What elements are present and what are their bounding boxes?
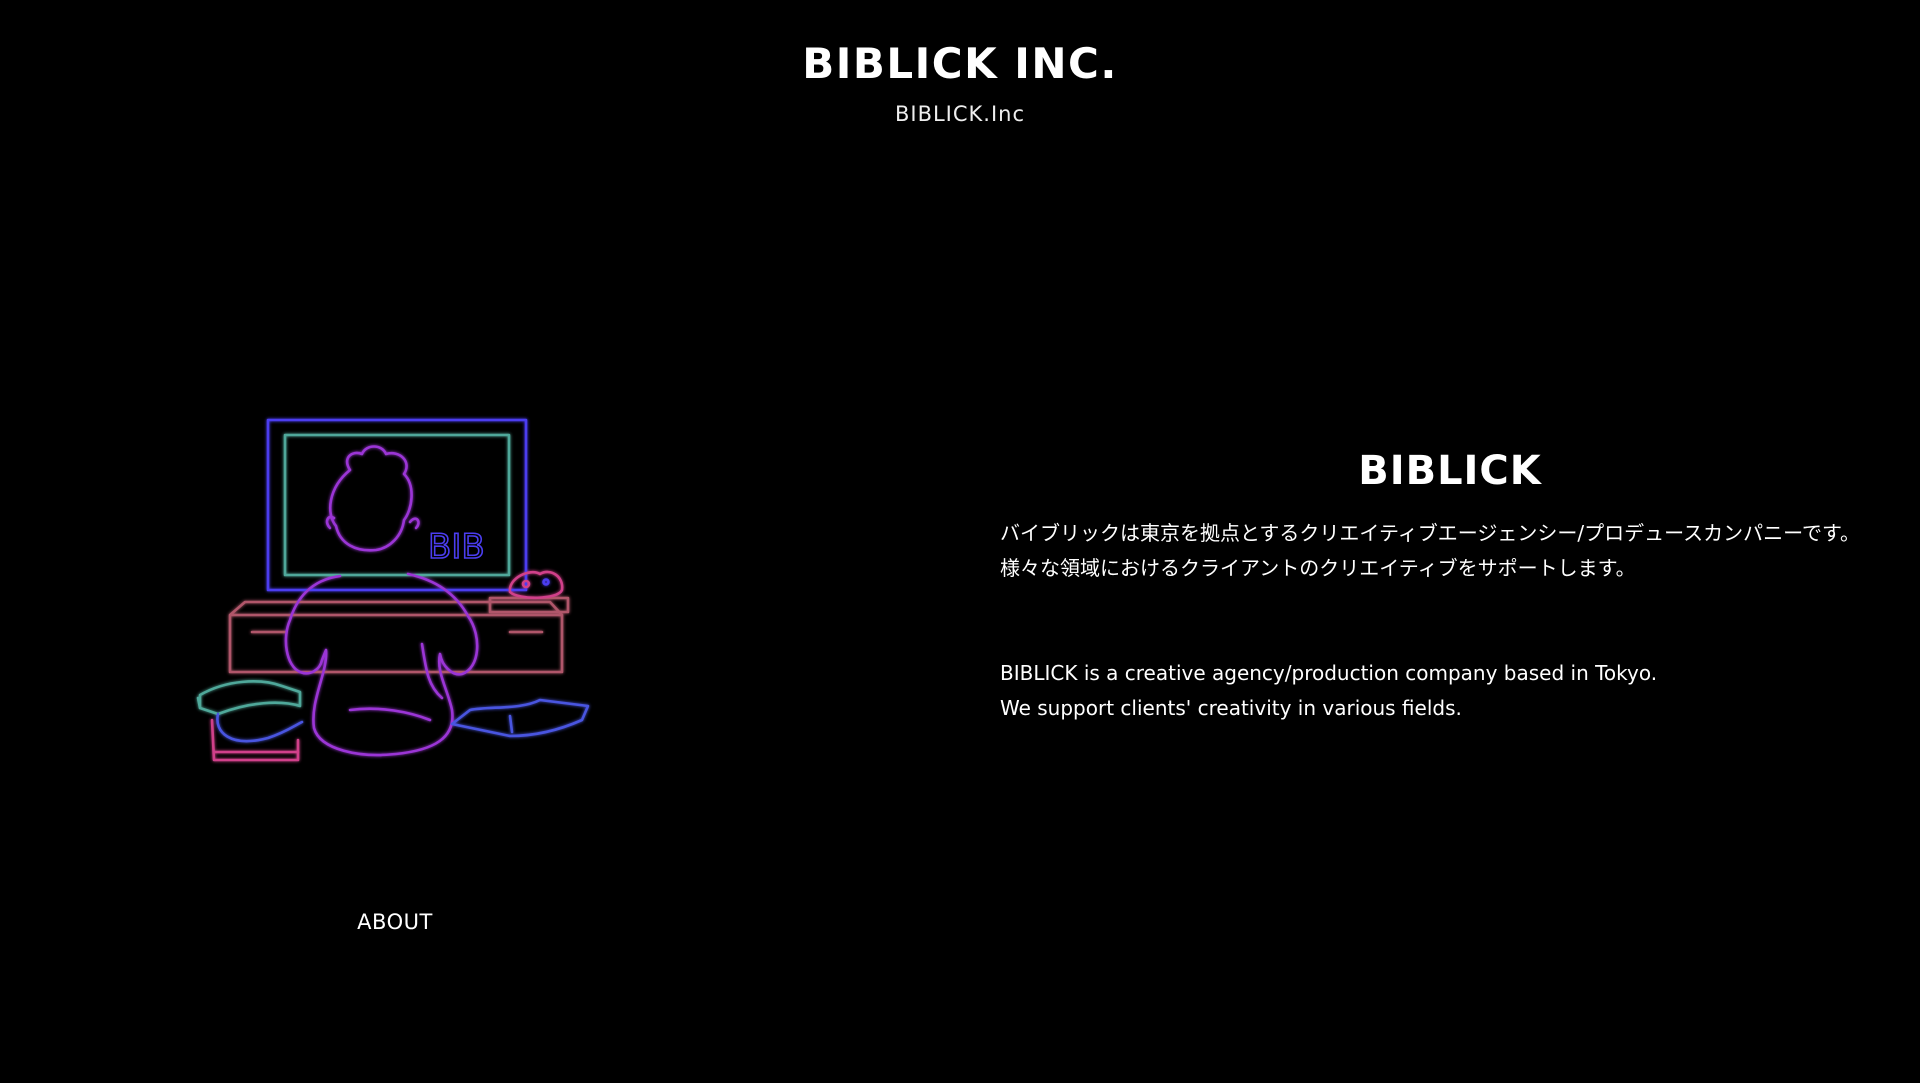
books-right <box>450 698 590 738</box>
about-text-english: BIBLICK is a creative agency/production … <box>1000 656 1900 726</box>
tv-screen-text: BIB <box>428 527 485 567</box>
neon-illustration: BIB <box>190 410 610 780</box>
about-en-line: We support clients' creativity in variou… <box>1000 696 1462 720</box>
person-silhouette <box>328 445 413 552</box>
tv-cabinet <box>228 600 564 674</box>
about-jp-line: 様々な領域におけるクライアントのクリエイティブをサポートします。 <box>1000 556 1636 580</box>
about-en-line: BIBLICK is a creative agency/production … <box>1000 661 1658 685</box>
about-jp-line: バイブリックは東京を拠点とするクリエイティブエージェンシー/プロデュースカンパニ… <box>1000 521 1860 545</box>
about-heading: BIBLICK <box>1358 448 1542 494</box>
site-header: BIBLICK INC. BIBLICK.Inc <box>0 36 1920 126</box>
tv-frame <box>266 418 528 592</box>
about-text-japanese: バイブリックは東京を拠点とするクリエイティブエージェンシー/プロデュースカンパニ… <box>1000 516 1900 586</box>
nav-about-link[interactable]: ABOUT <box>357 910 433 934</box>
site-tagline: BIBLICK.Inc <box>894 102 1026 126</box>
site-title[interactable]: BIBLICK INC. <box>802 39 1118 88</box>
about-section: BIBLICK バイブリックは東京を拠点とするクリエイティブエージェンシー/プロ… <box>1000 448 1900 726</box>
tv-screen <box>283 433 511 577</box>
books-left <box>198 680 302 716</box>
